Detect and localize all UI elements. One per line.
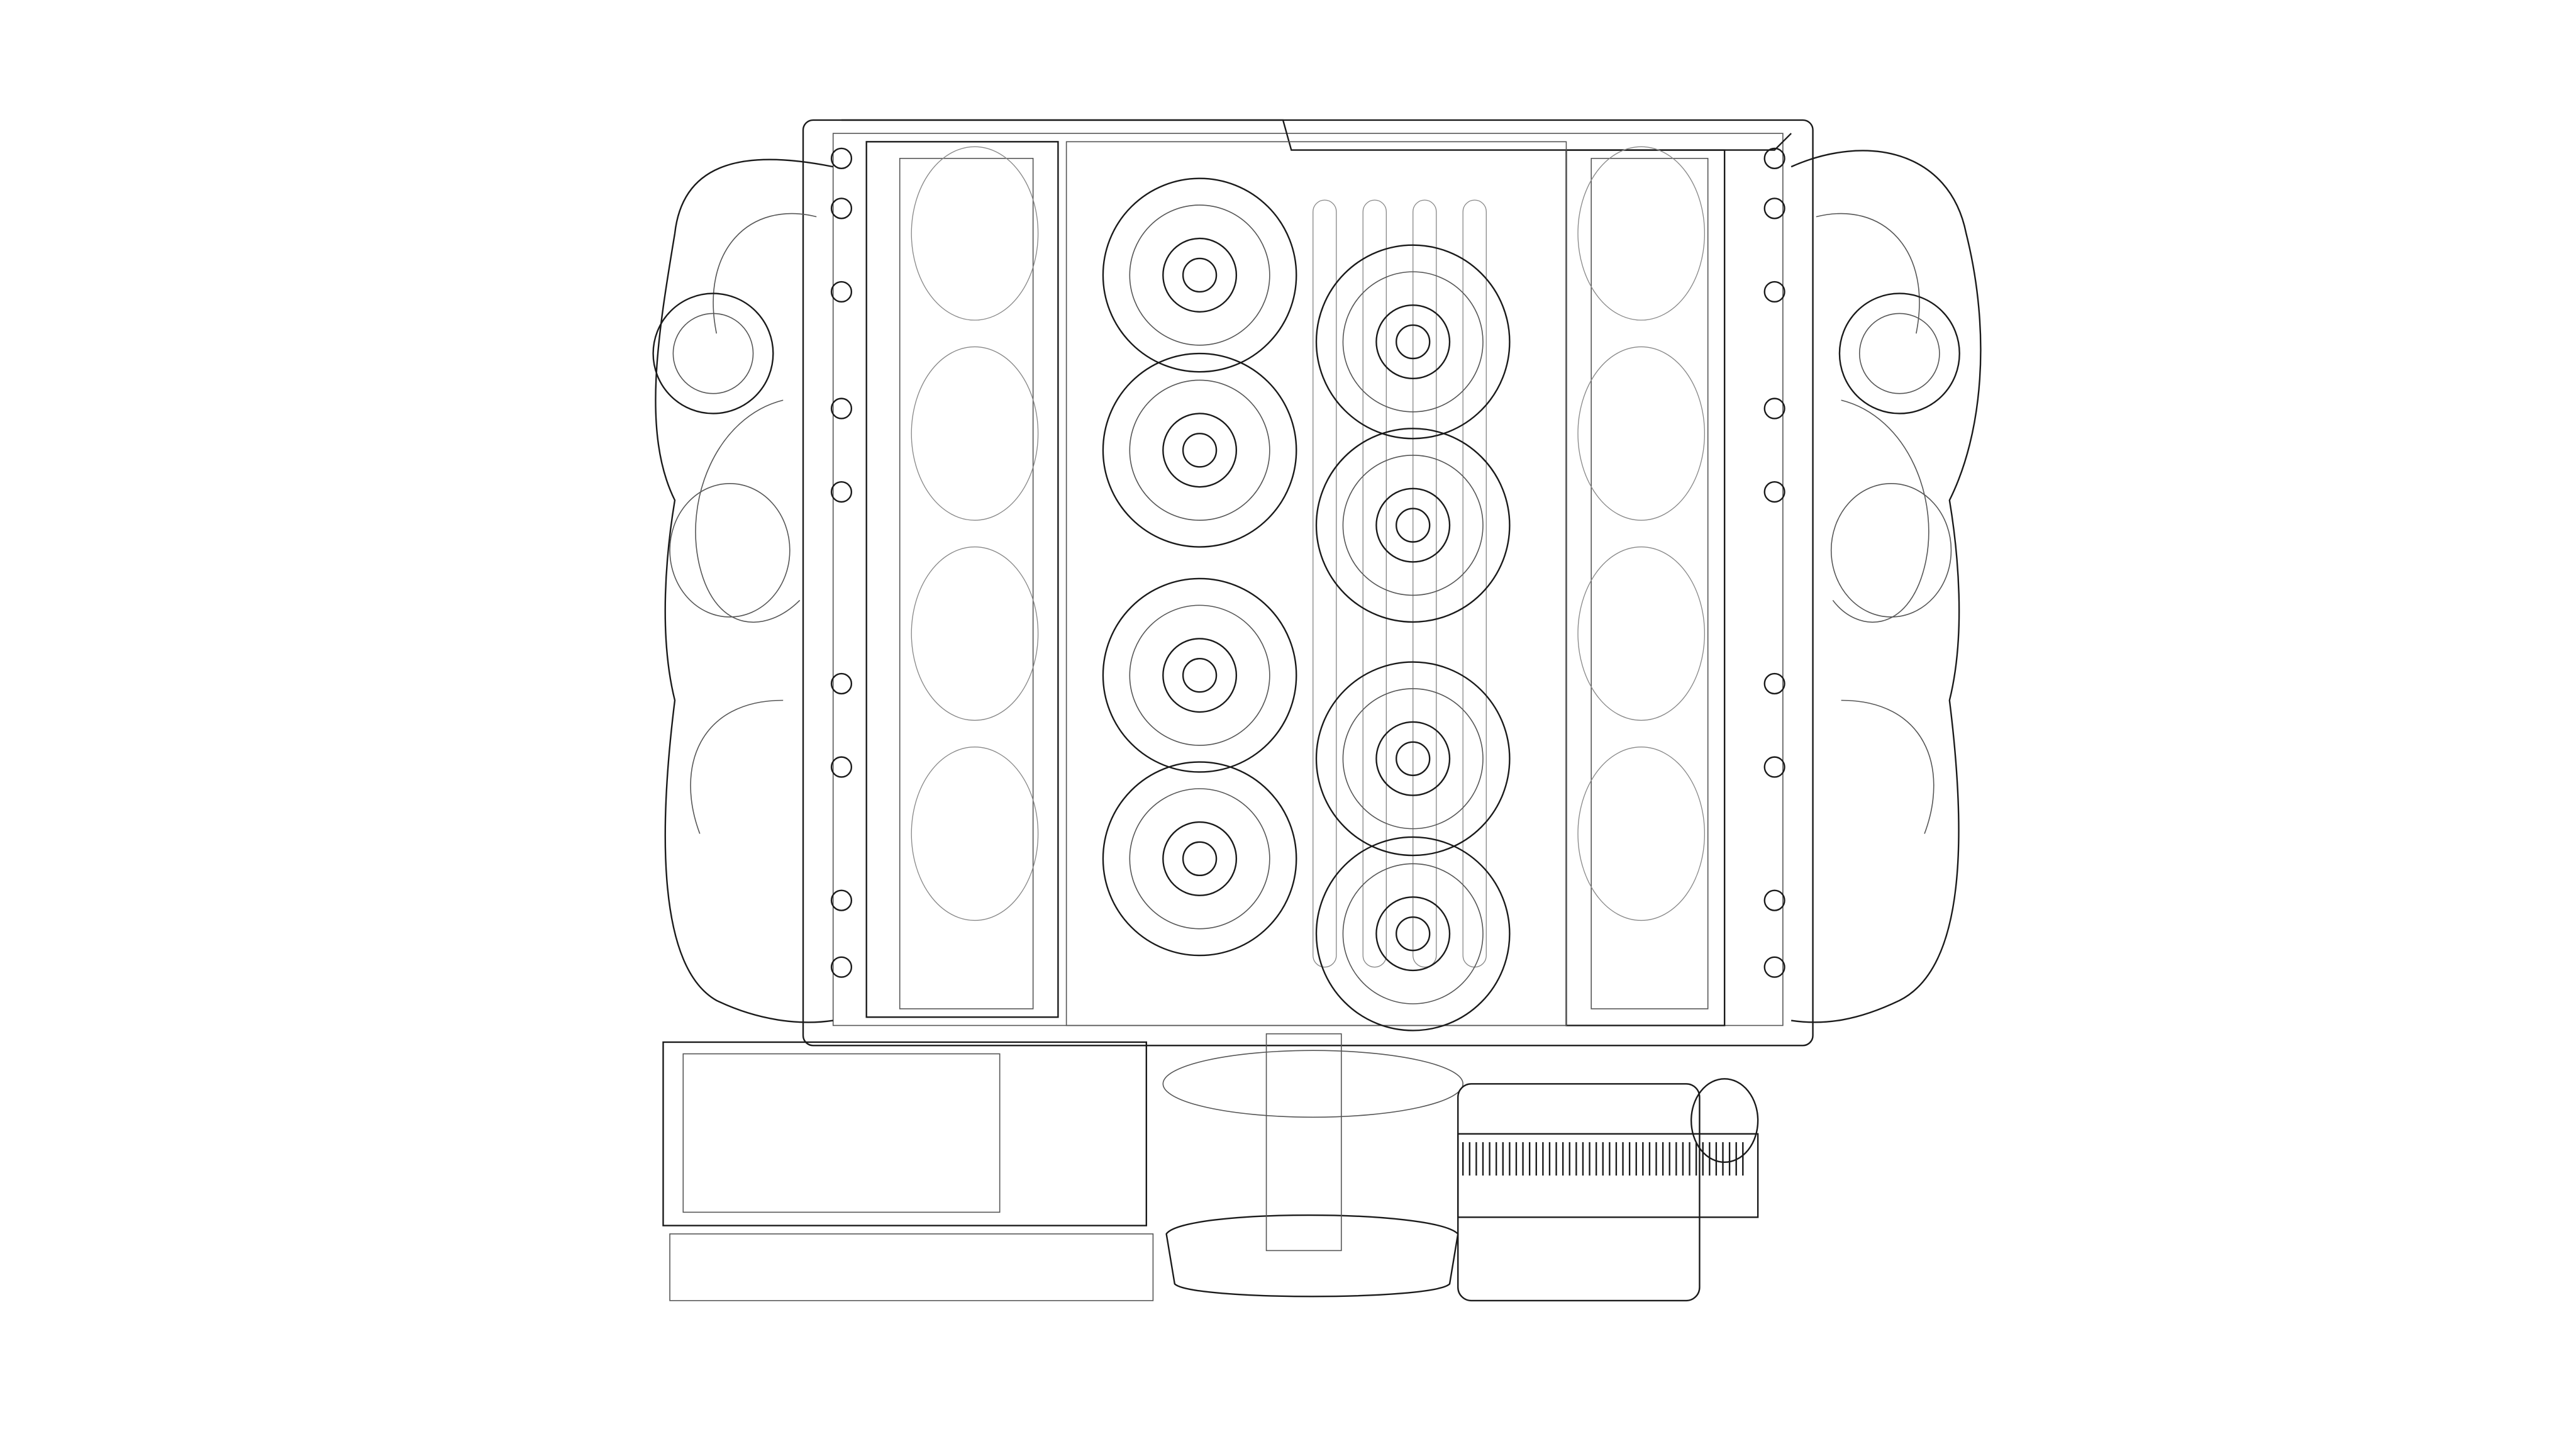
cylinder-bore-left [911,747,1039,921]
head-bolt [830,397,853,420]
head-bolt [830,956,853,978]
coil-pack-terminal [1396,741,1431,776]
coil-pack-outer [1102,761,1297,957]
head-bolt [830,672,853,695]
coil-pack-terminal [1396,916,1431,952]
center-pulley [1165,1214,1459,1298]
left-exhaust-port-upper-inner [672,313,754,394]
left-exhaust-port-lower [669,483,791,618]
head-bolt [1763,197,1785,220]
coil-pack-outer [1315,428,1511,623]
coil-pack-boot [1375,896,1451,972]
left-exhaust-port-upper [652,292,774,414]
head-bolt [830,281,853,303]
cylinder-bore-right [1577,346,1706,521]
right-exhaust-port-lower [1830,483,1952,618]
left-accessory-housing [662,1041,1147,1226]
coil-pack-boot [1162,237,1238,313]
head-bolt [1763,672,1785,695]
head-bolt [1763,889,1785,911]
right-drive-housing [1457,1083,1701,1302]
coil-pack-boot [1162,821,1238,896]
engine-block-outline [802,119,1814,1047]
coil-pack-mid [1129,788,1270,930]
left-accessory-box [682,1053,1001,1213]
coil-pack-boot [1375,487,1451,563]
cylinder-bores [911,146,1706,921]
coil-pack-boot [1375,304,1451,380]
head-bolts [830,147,1785,978]
coil-pack-mid [1129,204,1270,346]
right-drive-cap [1690,1078,1759,1164]
engine-static-geometry [652,119,1982,1302]
coil-pack-terminal [1396,324,1431,360]
coil-pack-terminal [1182,658,1218,693]
block-top-profile [841,119,1792,151]
coil-pack-outer [1102,577,1297,773]
cylinder-bore-right [1577,146,1706,321]
coil-pack-boot [1162,413,1238,488]
coil-pack-mid [1342,454,1484,596]
right-exhaust-port-upper [1838,292,1960,414]
coil-pack-mid [1129,604,1270,746]
coil-pack-terminal [1182,257,1218,293]
right-drive-gear [1457,1133,1759,1218]
coil-pack-mid [1342,271,1484,413]
right-exhaust-manifold [1790,150,1982,1023]
coil-pack-terminal [1396,508,1431,543]
left-cylinder-bank [865,141,1059,1018]
center-drive-shaft [1265,1033,1342,1252]
valley-ribs [1313,199,1487,968]
right-head-cover [1591,158,1709,1009]
head-bolt [1763,281,1785,303]
head-bolt [830,889,853,911]
right-cylinder-bank [1565,149,1726,1026]
oil-pan-left [669,1233,1154,1301]
coil-pack-boot [1162,638,1238,713]
coil-packs [1102,177,1511,1031]
right-exhaust-port-upper-inner [1858,313,1940,394]
head-bolt [1763,956,1785,978]
head-bolt [1763,147,1785,169]
head-bolt [1763,756,1785,778]
center-pulley-hub [1162,1050,1463,1118]
coil-pack-terminal [1182,433,1218,468]
head-bolt [830,756,853,778]
coil-pack-outer [1315,836,1511,1031]
coil-pack-mid [1342,688,1484,830]
left-exhaust-inner [690,213,817,834]
head-bolt [830,481,853,503]
left-head-cover [899,158,1034,1009]
cylinder-bore-left [911,146,1039,321]
engine-block-inner [832,133,1784,1026]
cylinder-bore-right [1577,747,1706,921]
left-exhaust-manifold [655,158,833,1023]
coil-pack-mid [1129,379,1270,521]
head-bolt [830,197,853,220]
head-bolt [1763,397,1785,420]
head-bolt [1763,481,1785,503]
cylinder-bore-right [1577,546,1706,721]
coil-pack-outer [1315,661,1511,857]
coil-pack-mid [1342,863,1484,1004]
coil-pack-outer [1102,352,1297,548]
right-exhaust-inner [1816,213,1935,834]
coil-pack-outer [1315,244,1511,440]
gear-knurl [1462,1142,1744,1176]
cylinder-bore-left [911,546,1039,721]
valley-area [1065,141,1567,1026]
coil-pack-boot [1375,721,1451,796]
head-bolt [830,147,853,169]
coil-pack-outer [1102,177,1297,373]
cylinder-bore-left [911,346,1039,521]
coil-pack-terminal [1182,841,1218,877]
